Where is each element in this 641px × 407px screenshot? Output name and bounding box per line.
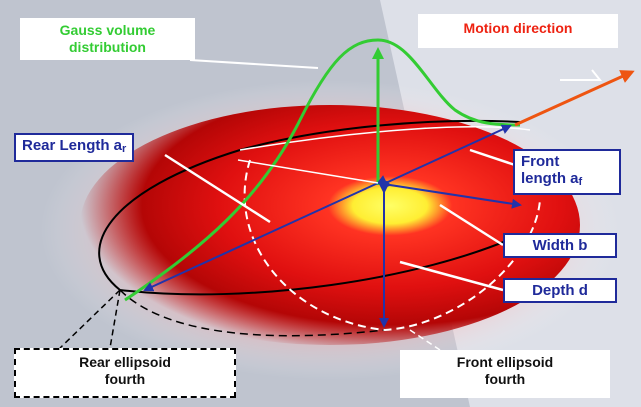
heat-distribution bbox=[80, 105, 580, 345]
width-pointer bbox=[439, 203, 504, 247]
depth-text: Depth d bbox=[532, 282, 588, 299]
rear-length-subscript: r bbox=[122, 143, 127, 155]
front-fourth-line1: Front ellipsoid bbox=[456, 354, 554, 370]
rear-fourth-leader-left bbox=[59, 289, 121, 349]
width-arrow bbox=[381, 178, 522, 209]
front-length-arrow bbox=[378, 124, 512, 190]
width-label: Width b bbox=[503, 233, 617, 258]
rear-length-label: Rear Length ar bbox=[14, 133, 135, 162]
front-length-line2: length a bbox=[521, 170, 579, 187]
front-fourth-line2: fourth bbox=[484, 371, 526, 387]
motion-pointer bbox=[560, 69, 603, 81]
front-length-pointer bbox=[469, 148, 516, 167]
rear-fourth-line2: fourth bbox=[104, 371, 146, 387]
rear-ellipsoid-fourth-label: Rear ellipsoid fourth bbox=[14, 348, 236, 398]
gauss-pointer bbox=[189, 59, 319, 69]
front-ellipsoid-fourth-label: Front ellipsoid fourth bbox=[400, 350, 610, 398]
front-length-line1: Front bbox=[521, 153, 560, 170]
motion-direction-arrow bbox=[514, 70, 635, 127]
gauss-volume-label: Gauss volume distribution bbox=[20, 18, 195, 60]
depth-label: Depth d bbox=[503, 278, 617, 303]
gauss-label-line1: Gauss volume bbox=[59, 22, 156, 38]
width-text: Width b bbox=[532, 237, 588, 254]
front-length-subscript: f bbox=[578, 176, 583, 188]
motion-direction-label: Motion direction bbox=[418, 14, 618, 48]
gauss-label-line2: distribution bbox=[69, 39, 146, 55]
front-length-label: Front length af bbox=[513, 149, 621, 195]
rear-length-arrow bbox=[143, 175, 388, 292]
rear-length-pointer bbox=[164, 153, 271, 224]
motion-label-text: Motion direction bbox=[463, 20, 573, 36]
rear-fourth-line1: Rear ellipsoid bbox=[79, 354, 171, 370]
center-pointer bbox=[237, 159, 379, 184]
depth-pointer bbox=[399, 260, 504, 292]
rear-ellipsoid-lower-dashed bbox=[119, 289, 386, 337]
front-fourth-leader bbox=[409, 329, 441, 351]
rear-length-text: Rear Length a bbox=[22, 137, 123, 154]
